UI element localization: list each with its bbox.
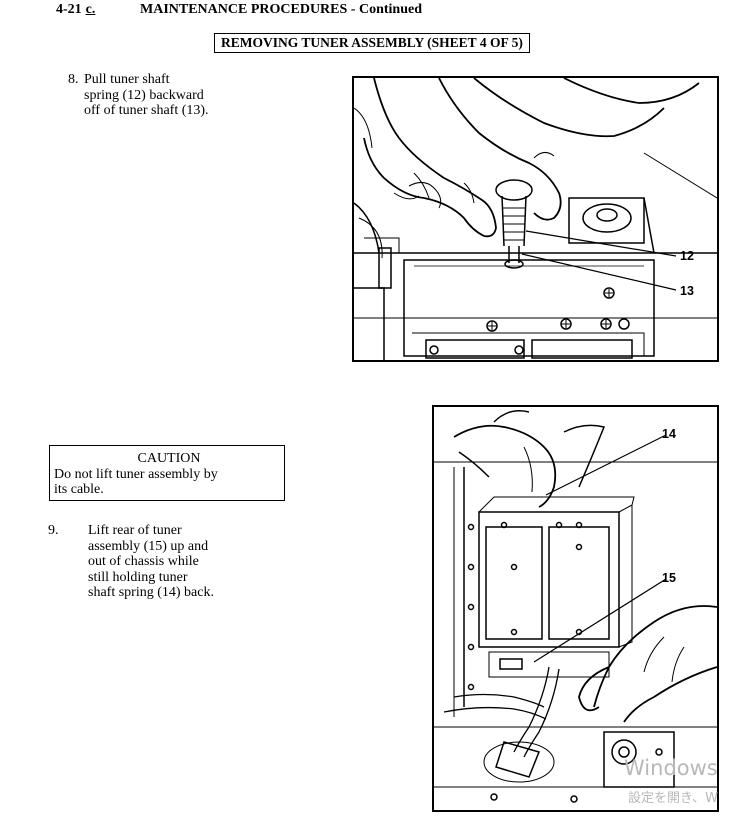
- step-8-line: off of tuner shaft (13).: [84, 103, 209, 118]
- callout-14: 14: [662, 427, 676, 441]
- sheet-title: REMOVING TUNER ASSEMBLY (SHEET 4 OF 5): [214, 33, 530, 53]
- callout-15: 15: [662, 571, 676, 585]
- callout-13: 13: [680, 284, 694, 298]
- step-9-line: still holding tuner: [88, 569, 188, 585]
- step-9-line: shaft spring (14) back.: [88, 585, 214, 600]
- step-9-line: out of chassis while: [88, 554, 199, 569]
- windows-activation-watermark: Windows: [624, 756, 718, 780]
- step-8-text: Pull tuner shaft spring (12) backward of…: [84, 72, 268, 119]
- step-8: 8. Pull tuner shaft spring (12) backward…: [68, 72, 268, 119]
- step-9-line: assembly (15) up and: [88, 538, 209, 554]
- section-number-text: 4-21: [56, 2, 82, 17]
- page-header-title: MAINTENANCE PROCEDURES - Continued: [140, 2, 422, 17]
- tuner-assembly-lift-illustration: [432, 405, 719, 812]
- step-9-number: 9.: [48, 523, 59, 538]
- step-9: 9. Lift rear of tuner assembly (15) up a…: [48, 523, 268, 601]
- section-letter: c.: [85, 2, 96, 17]
- step-8-number: 8.: [68, 72, 79, 87]
- caution-box: CAUTION Do not lift tuner assembly by it…: [49, 445, 285, 501]
- callout-12: 12: [680, 249, 694, 263]
- caution-line: Do not lift tuner assembly by: [54, 467, 218, 482]
- caution-line: its cable.: [54, 482, 104, 497]
- step-8-line: spring (12) backward: [84, 87, 204, 103]
- step-9-line: Lift rear of tuner: [88, 523, 182, 538]
- step-9-text: Lift rear of tuner assembly (15) up and …: [88, 523, 268, 601]
- windows-activation-watermark-subtext: 設定を開き、W: [628, 791, 718, 806]
- step-8-line: Pull tuner shaft: [84, 72, 170, 87]
- caution-title: CAUTION: [137, 451, 201, 466]
- tuner-shaft-spring-illustration: [352, 76, 719, 362]
